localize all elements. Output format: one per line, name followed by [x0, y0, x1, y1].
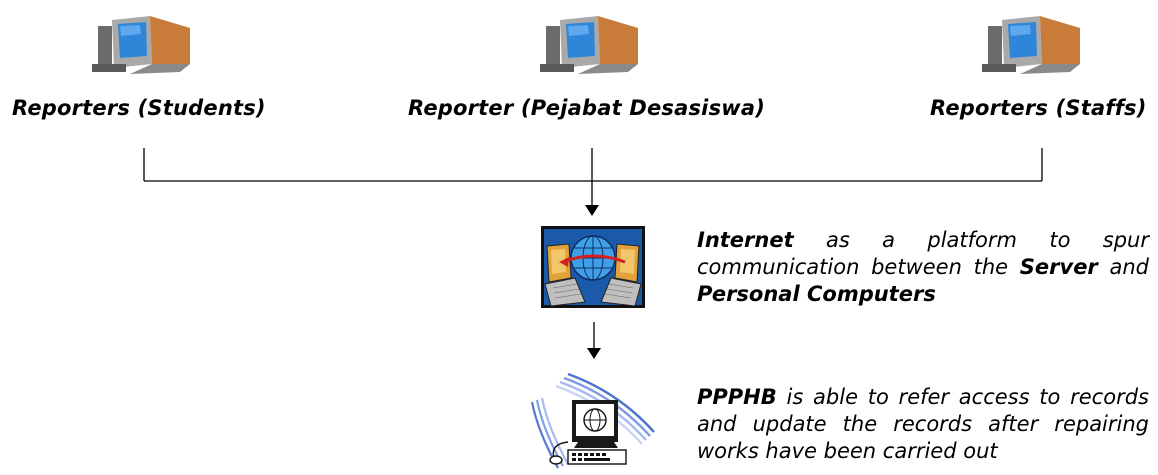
- desktop-computer-icon: [540, 16, 638, 74]
- node-label-pejabat: Reporter (Pejabat Desasiswa): [408, 96, 766, 120]
- desktop-computer-icon: [92, 16, 190, 74]
- arrowhead-to-internet: [585, 205, 599, 216]
- ppphb-desc-line-1: PPPHB is able to refer access to records: [697, 385, 1149, 409]
- internet-description: Internet as a platform to spur communica…: [697, 227, 1149, 308]
- internet-desc-line-1: Internet as a platform to spur: [697, 228, 1149, 252]
- internet-network-icon: [541, 226, 645, 308]
- node-label-staffs: Reporters (Staffs): [930, 96, 1147, 120]
- internet-term: Internet: [697, 228, 794, 252]
- node-label-students: Reporters (Students): [12, 96, 266, 120]
- workstation-icon: [530, 372, 655, 469]
- ppphb-desc-line-2: and update the records after repairing: [697, 412, 1149, 436]
- internet-desc-line-3: Personal Computers: [697, 281, 1149, 308]
- ppphb-term: PPPHB: [697, 385, 777, 409]
- server-term: Server: [1019, 255, 1098, 279]
- desktop-computer-icon: [982, 16, 1080, 74]
- arrowhead-to-workstation: [587, 348, 601, 359]
- internet-desc-line-2: communication between the Server and: [697, 255, 1150, 279]
- ppphb-desc-line-3: works have been carried out: [697, 439, 998, 463]
- ppphb-description: PPPHB is able to refer access to records…: [697, 384, 1149, 465]
- personal-computers-term: Personal Computers: [697, 282, 936, 306]
